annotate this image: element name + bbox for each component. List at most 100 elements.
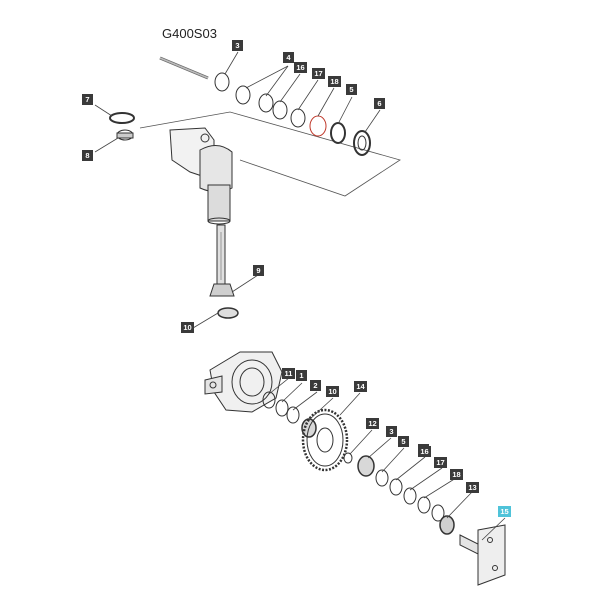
- callout-box: [181, 322, 194, 333]
- callout-number: 7: [85, 95, 89, 104]
- top-shaft: [159, 56, 209, 80]
- callout-number: 12: [368, 419, 376, 428]
- ring-17-lower: [417, 496, 431, 514]
- callout-6: 6: [374, 98, 385, 109]
- bearing-7: [109, 112, 135, 124]
- callout-box: [466, 482, 479, 493]
- callout-number: 9: [256, 266, 260, 275]
- callout-box: [398, 436, 409, 447]
- ring-16-top: [258, 93, 274, 113]
- ring-4-lower: [389, 478, 403, 496]
- callout-box: [232, 40, 243, 51]
- bearing-13: [439, 515, 455, 535]
- ring-3-top: [214, 72, 230, 92]
- leader-lines: [94, 51, 506, 541]
- callout-number: 5: [349, 85, 353, 94]
- callout-number: 17: [436, 458, 444, 467]
- callout-box: [346, 84, 357, 95]
- callout-number: 17: [314, 69, 322, 78]
- callout-3: 3: [386, 426, 397, 437]
- callout-number: 5: [401, 437, 405, 446]
- upper-housing: [169, 127, 233, 225]
- bushing-8: [116, 129, 134, 141]
- output-shaft-15: [459, 524, 506, 586]
- callout-number: 4: [286, 53, 291, 62]
- callout-number: 3: [235, 41, 239, 50]
- ring-18-top-b: [309, 115, 327, 137]
- callout-number: 14: [356, 382, 365, 391]
- bearing-3-lower: [357, 455, 375, 477]
- callout-14: 14: [354, 381, 367, 392]
- callout-number: 8: [85, 151, 89, 160]
- callout-box: [418, 446, 431, 457]
- ring-4-top: [235, 85, 251, 105]
- washer-12: [343, 452, 353, 464]
- ring-5-lower: [375, 469, 389, 487]
- callout-8: 8: [82, 150, 93, 161]
- callout-10: 10: [181, 322, 194, 333]
- callout-box: [82, 94, 93, 105]
- callout-17: 17: [434, 457, 447, 468]
- callout-number: 16: [420, 447, 428, 456]
- callout-number: 3: [389, 427, 393, 436]
- callout-box: [312, 68, 325, 79]
- callout-box: [328, 76, 341, 87]
- bearing-10-upper: [217, 307, 239, 319]
- callout-labels: 34161718567891011121014123541617181315: [82, 40, 511, 517]
- callout-box: [82, 150, 93, 161]
- ring-17-top: [272, 100, 288, 120]
- callout-box: [294, 62, 307, 73]
- ring-2: [286, 406, 300, 424]
- ring-16-lower: [403, 487, 417, 505]
- callout-11: 11: [282, 368, 295, 379]
- callout-17: 17: [312, 68, 325, 79]
- callout-box: [253, 265, 264, 276]
- callout-number: 1: [299, 371, 303, 380]
- assembly-outline: [139, 111, 401, 197]
- callout-12: 12: [366, 418, 379, 429]
- diagram-title: G400S03: [162, 26, 217, 41]
- callout-box: [326, 386, 339, 397]
- ring-gear-14: [301, 408, 349, 472]
- bearing-5-top: [330, 122, 346, 144]
- callout-5: 5: [398, 436, 409, 447]
- callout-box: [498, 506, 511, 517]
- callout-18: 18: [328, 76, 341, 87]
- callout-number: 11: [285, 369, 293, 378]
- callout-number: 18: [452, 470, 460, 479]
- ring-18-top-a: [290, 108, 306, 128]
- callout-4: 4: [283, 52, 294, 63]
- callout-number: 6: [377, 99, 381, 108]
- vertical-shaft: [216, 224, 226, 286]
- pinion-9: [209, 283, 235, 297]
- ring-18-lower: [431, 504, 445, 522]
- ring-11: [262, 391, 276, 409]
- callout-number: 2: [313, 381, 317, 390]
- callout-box: [434, 457, 447, 468]
- lower-housing: [204, 351, 283, 413]
- callout-box: [282, 368, 295, 379]
- callout-16: 16: [294, 62, 307, 73]
- callout-3: 3: [232, 40, 243, 51]
- callout-18: 18: [450, 469, 463, 480]
- callout-box: [283, 52, 294, 63]
- callout-13: 13: [466, 482, 479, 493]
- gear-6: [353, 130, 371, 156]
- callout-number: 18: [330, 77, 338, 86]
- callout-number: 10: [183, 323, 191, 332]
- callout-15: 15: [498, 506, 511, 517]
- callout-16: 16: [418, 446, 431, 457]
- callout-box: [310, 380, 321, 391]
- callout-box: [374, 98, 385, 109]
- callout-7: 7: [82, 94, 93, 105]
- callout-box: [450, 469, 463, 480]
- callout-box: [386, 426, 397, 437]
- callout-box: [354, 381, 367, 392]
- callout-1: 1: [296, 370, 307, 381]
- callout-number: 10: [328, 387, 336, 396]
- callout-9: 9: [253, 265, 264, 276]
- callout-box: [366, 418, 379, 429]
- callout-number: 16: [296, 63, 304, 72]
